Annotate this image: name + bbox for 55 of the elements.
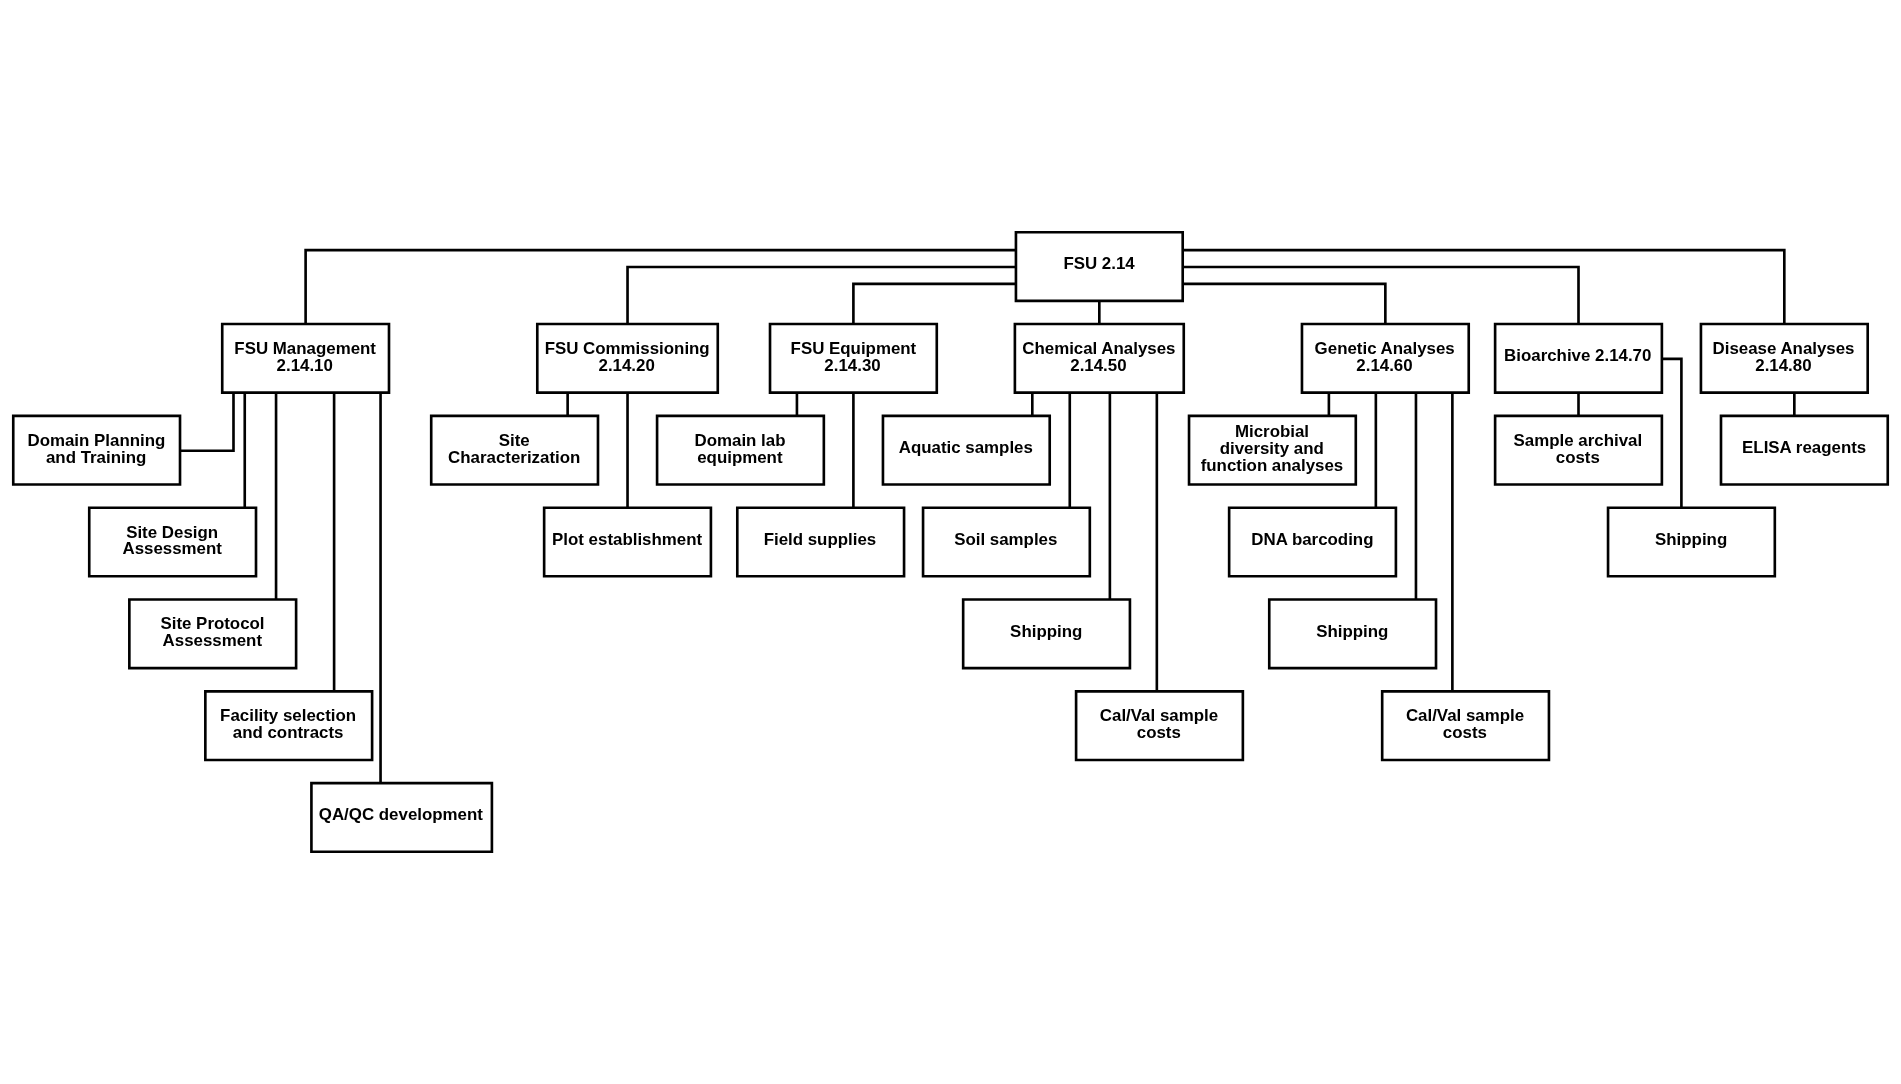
connector [1108, 392, 1112, 600]
node-box: DNA barcoding [1227, 506, 1398, 578]
connector [1374, 392, 1378, 508]
node-box: Soil samples [921, 506, 1092, 578]
node-box: Cal/Val sample costs [1074, 690, 1245, 762]
node-box: Site Protocol Assessment [128, 598, 298, 670]
connector [1182, 265, 1580, 324]
node-box: ELISA reagents [1719, 414, 1890, 486]
connector [180, 392, 235, 452]
connector [795, 393, 799, 416]
connector [1577, 393, 1580, 416]
node-box: Domain lab equipment [655, 414, 826, 486]
connector [852, 282, 1016, 324]
node-box: Facility selection and contracts [204, 690, 374, 762]
node-box: Microbial diversity and function analyses [1187, 414, 1358, 486]
node-box: Genetic Analyses 2.14.60 [1300, 322, 1471, 394]
connector [304, 248, 1016, 324]
connector [274, 392, 278, 600]
node-box: Disease Analyses 2.14.80 [1699, 322, 1869, 394]
node-box: Aquatic samples [881, 414, 1052, 486]
node-box: Chemical Analyses 2.14.50 [1013, 322, 1186, 394]
node-box: FSU Commissioning 2.14.20 [535, 322, 720, 394]
node-box: FSU Management 2.14.10 [220, 322, 391, 394]
connector [1068, 392, 1072, 508]
node-box: Shipping [1606, 506, 1777, 578]
connector [1414, 392, 1418, 600]
connector [243, 392, 247, 508]
node-box: Plot establishment [542, 506, 713, 578]
node-box: Sample archival costs [1493, 414, 1664, 486]
connector [1182, 282, 1387, 324]
connector [1662, 357, 1683, 508]
connector [1327, 393, 1331, 416]
connector [1098, 301, 1101, 324]
node-box: Shipping [961, 598, 1132, 670]
node-box: Bioarchive 2.14.70 [1493, 322, 1664, 394]
connector [1031, 393, 1034, 416]
node-box: FSU Equipment 2.14.30 [768, 322, 939, 394]
node-box: Site Characterization [429, 414, 600, 486]
node-box: Domain Planning and Training [11, 414, 182, 486]
connector [1155, 392, 1159, 692]
node-box: QA/QC development [310, 781, 494, 854]
node-box: FSU 2.14 [1014, 230, 1184, 303]
connector [626, 265, 1016, 324]
connector [332, 392, 336, 692]
node-box: Cal/Val sample costs [1380, 690, 1551, 762]
connector [379, 392, 382, 783]
node-box: Site Design Assessment [87, 506, 258, 578]
connector [852, 392, 855, 508]
connector [1183, 248, 1786, 324]
node-box: Field supplies [735, 506, 906, 578]
connector [566, 393, 569, 416]
connector [626, 392, 629, 508]
connector [1451, 392, 1454, 692]
connector [1793, 393, 1796, 416]
node-box: Shipping [1267, 598, 1438, 670]
